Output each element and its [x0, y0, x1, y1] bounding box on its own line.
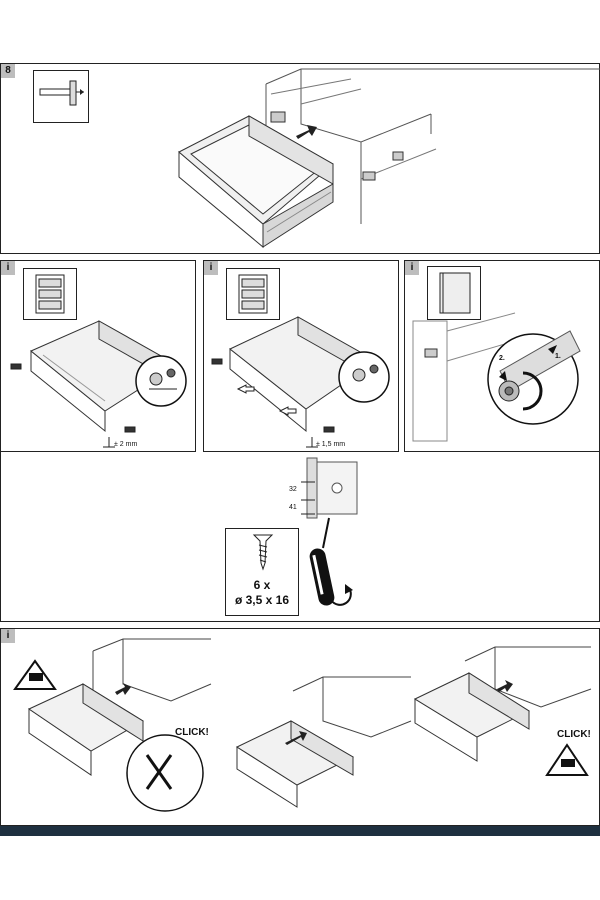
info-badge: i [204, 261, 218, 275]
adjust-illustration-left [10, 320, 187, 448]
step-number-badge: 8 [1, 64, 15, 78]
info-badge: i [1, 261, 15, 275]
warning-triangle-icon [13, 659, 57, 690]
adjust-illustration-middle [211, 316, 390, 448]
drawer-insert-illustration [178, 68, 600, 249]
screw-icon [252, 534, 274, 571]
front-mount-illustration [301, 457, 358, 606]
drawer-stack-icon [35, 274, 65, 314]
info-badge: i [1, 629, 15, 643]
front-adjust-panel: i 1. 2. [404, 260, 600, 452]
cabinet-type-inset [427, 266, 481, 320]
step-label-2: 2. [499, 355, 505, 362]
front-mount-panel: 32 41 6 x ø 3,5 x 16 [0, 452, 600, 622]
front-detail-illustration [412, 312, 581, 442]
warning-triangle-icon [545, 743, 589, 776]
screw-spec-box: 6 x ø 3,5 x 16 [225, 528, 299, 616]
step-label-1: 1. [555, 353, 561, 360]
screw-size: ø 3,5 x 16 [234, 593, 290, 607]
step-8-panel: 8 [0, 63, 600, 254]
drawer-removal-panel: i [0, 628, 600, 826]
drawer-stack-icon [238, 274, 268, 314]
drawer-type-inset [226, 268, 280, 320]
drawer-type-inset [23, 268, 77, 320]
tolerance-label: ± 2 mm [114, 441, 138, 448]
height-adjust-panel-left: i ± 2 mm [0, 260, 196, 452]
screw-quantity: 6 x [253, 578, 271, 592]
cabinet-side-icon [439, 272, 471, 314]
click-label-left: CLICK! [175, 727, 209, 738]
click-label-right: CLICK! [557, 729, 591, 740]
height-adjust-panel-middle: i ± 1,5 mm [203, 260, 399, 452]
rail-detail-inset [33, 70, 89, 123]
drawer-removal-illustration [13, 638, 592, 812]
footer-bar [0, 826, 600, 836]
info-badge: i [405, 261, 419, 275]
tolerance-label: ± 1,5 mm [316, 441, 346, 448]
dimension-32: 32 [289, 486, 297, 493]
dimension-41: 41 [289, 504, 297, 511]
rail-push-icon [39, 80, 84, 106]
